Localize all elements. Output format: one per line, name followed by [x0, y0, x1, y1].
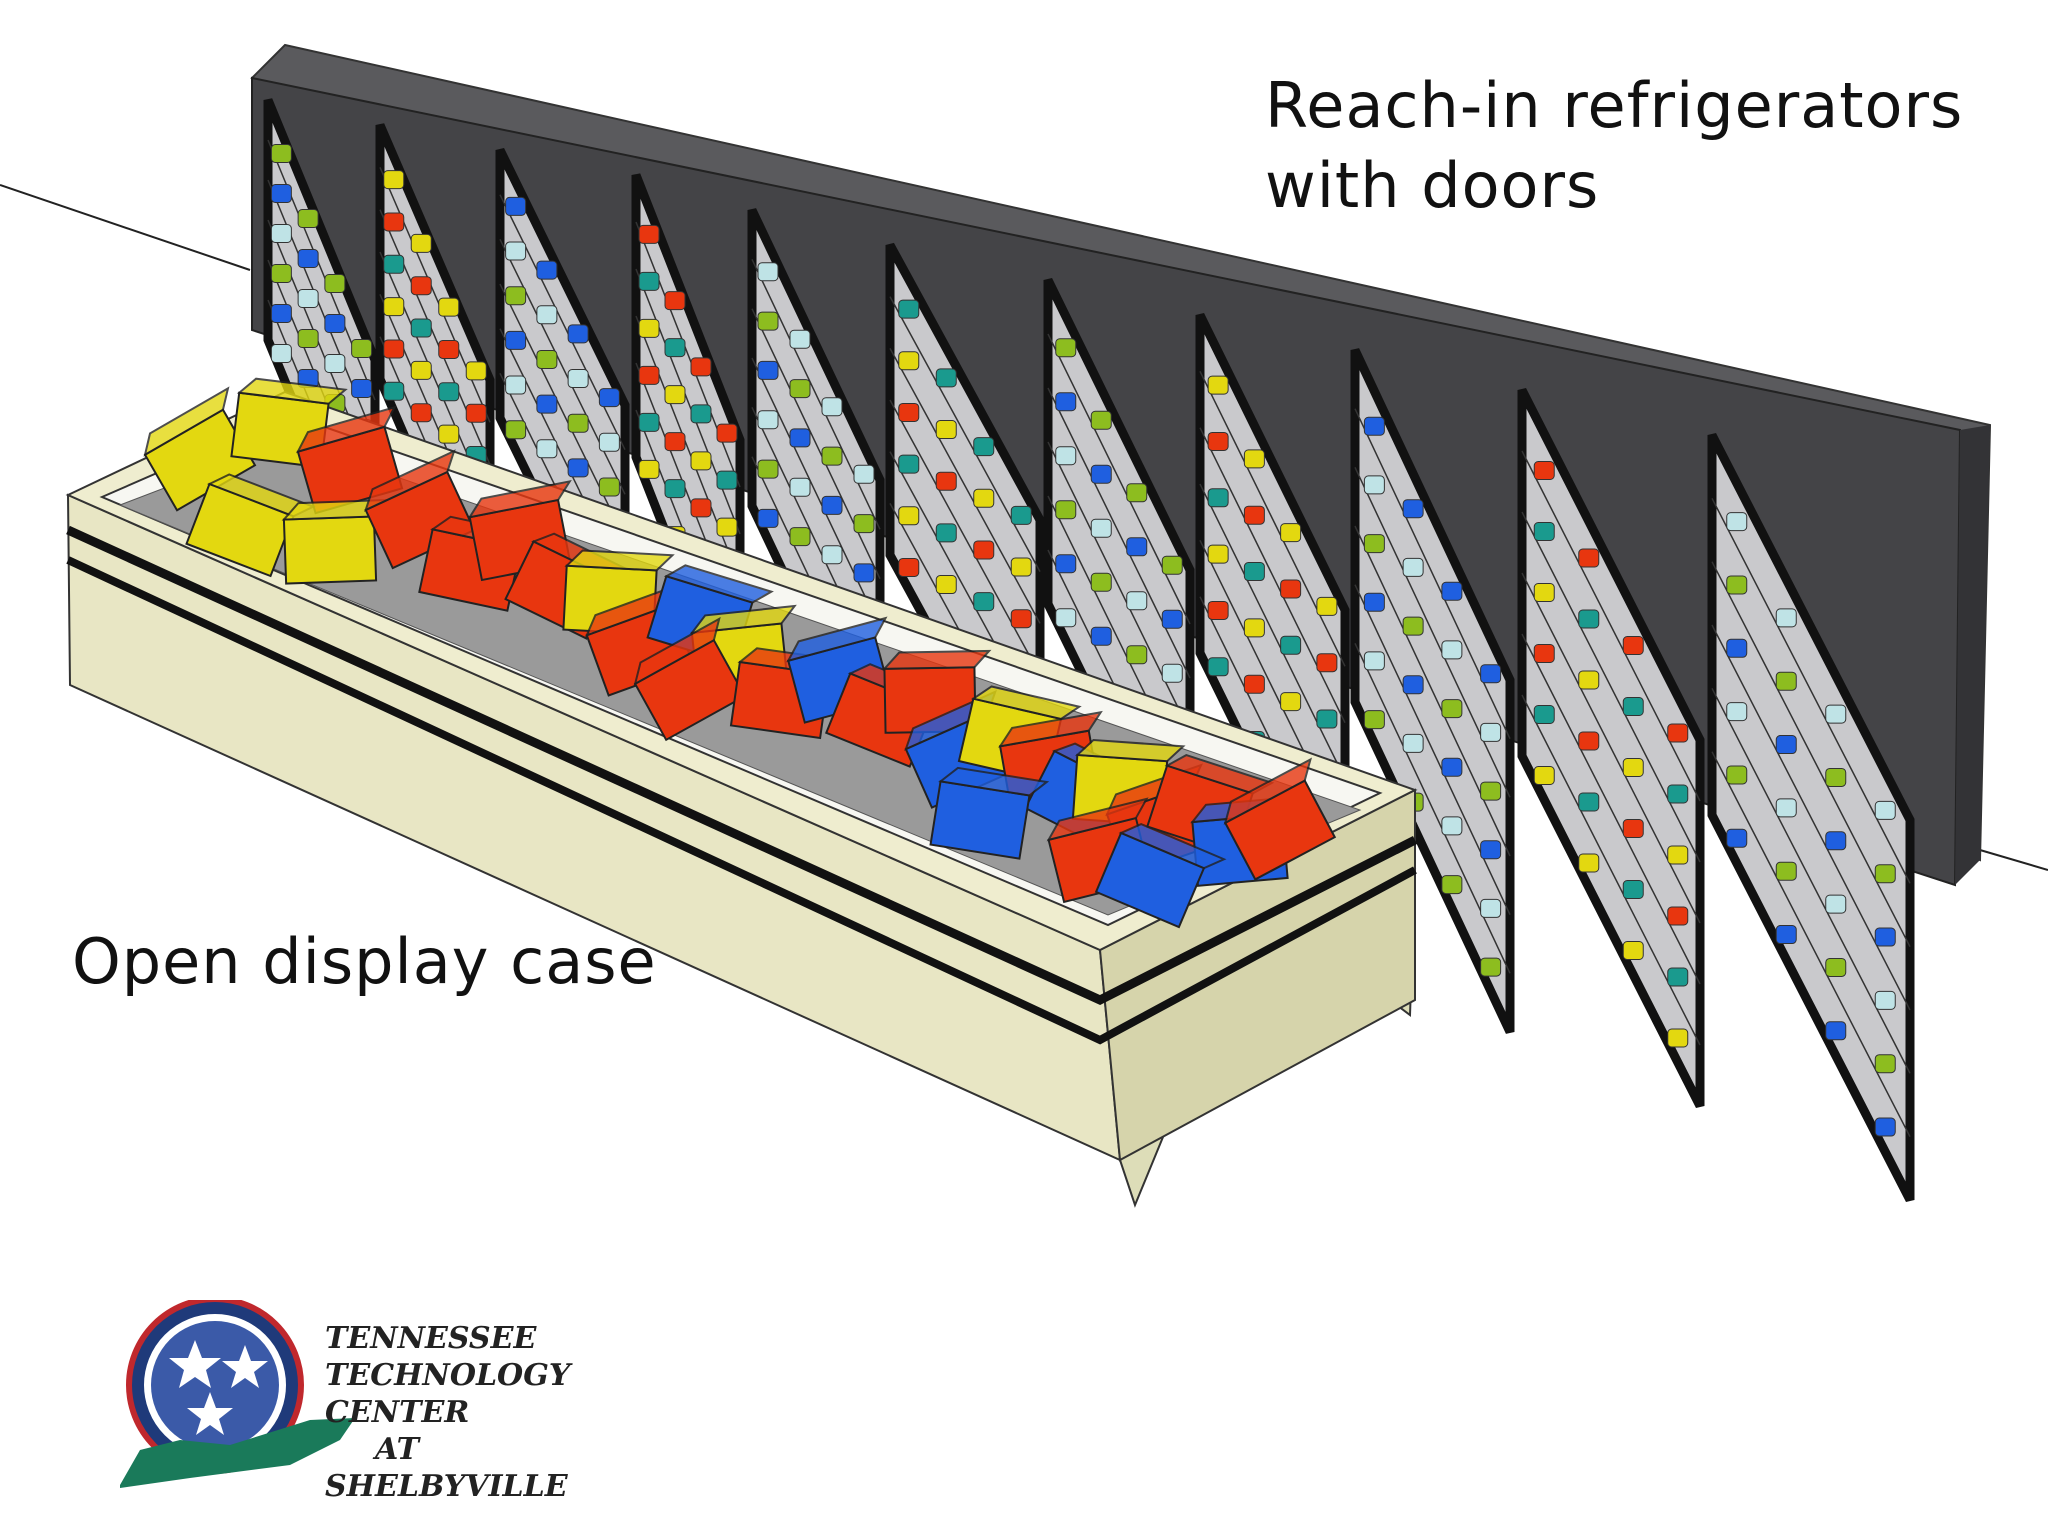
logo-line2: TECHNOLOGY — [325, 1358, 571, 1393]
logo-line4: AT — [375, 1432, 419, 1467]
refrigerator-door — [1707, 432, 1915, 1203]
tennessee-technology-center-logo: TENNESSEE TECHNOLOGY CENTER AT SHELBYVIL… — [110, 1300, 590, 1504]
refrigerator-door — [1350, 348, 1515, 1034]
product-box — [185, 473, 316, 578]
product-box — [364, 449, 476, 570]
logo-emblem-icon — [120, 1300, 355, 1488]
refrigerator-door — [1517, 387, 1705, 1109]
open-case-caption: Open display case — [72, 925, 657, 998]
product-box — [1094, 823, 1227, 929]
reach-in-caption-line2: with doors — [1265, 149, 1600, 222]
product-box — [281, 498, 391, 585]
product-box — [1223, 757, 1337, 881]
reach-in-caption-line1: Reach-in refrigerators — [1265, 69, 1964, 142]
product-box — [633, 616, 747, 742]
wall-line-right — [1979, 849, 2048, 871]
wall-line-left — [0, 184, 251, 271]
display-case-products — [143, 377, 1337, 929]
logo-line5: SHELBYVILLE — [325, 1469, 568, 1504]
logo-line3: CENTER — [325, 1395, 470, 1430]
reach-in-caption: Reach-in refrigerators with doors — [1265, 66, 1963, 226]
logo-line1: TENNESSEE — [325, 1321, 537, 1356]
logo-text: TENNESSEE TECHNOLOGY CENTER AT SHELBYVIL… — [325, 1320, 570, 1505]
product-box — [929, 766, 1050, 860]
